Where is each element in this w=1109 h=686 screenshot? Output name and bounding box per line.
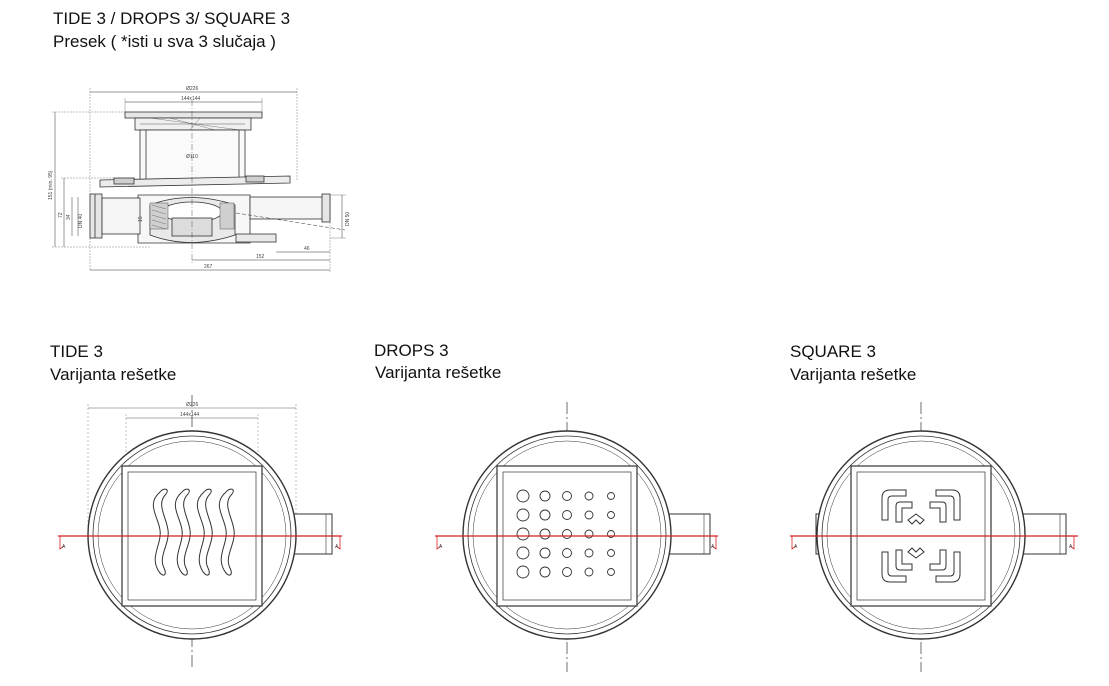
drain-hole	[516, 546, 530, 560]
dim-15: 15	[138, 216, 144, 222]
dim-dn50: DN 50	[345, 212, 351, 226]
drain-hole	[562, 491, 572, 501]
variant-tide-caption: Varijanta rešetke	[50, 365, 177, 384]
drain-hole	[584, 567, 594, 577]
dim-tide-d226: Ø226	[186, 402, 198, 408]
dim-tide-144: 144x144	[180, 412, 199, 418]
tide-marker-left: A	[62, 544, 66, 550]
drain-hole	[539, 509, 551, 521]
drain-hole	[539, 547, 551, 559]
dim-46: 46	[304, 246, 310, 252]
tide-marker-right: A	[335, 544, 339, 550]
drain-hole	[516, 489, 530, 503]
drain-hole	[562, 510, 572, 520]
square-marker-right: A	[1069, 544, 1073, 550]
drain-hole	[607, 530, 615, 538]
dim-151: 151 (min. 95)	[48, 170, 54, 200]
tide-section-line: A A	[58, 535, 342, 550]
drain-hole	[516, 565, 530, 579]
drain-hole	[584, 529, 594, 539]
variant-drops-title: DROPS 3	[374, 341, 449, 360]
drain-hole	[584, 510, 594, 520]
drops-hole-pattern	[516, 489, 615, 579]
drain-hole	[539, 490, 551, 502]
drain-hole	[607, 511, 615, 519]
square-section-line: A A	[790, 535, 1078, 550]
drain-hole	[607, 492, 615, 500]
variant-drops-caption: Varijanta rešetke	[375, 363, 502, 382]
variant-tide-title: TIDE 3	[50, 342, 103, 361]
tide-plan-view	[87, 395, 333, 668]
section-dimension-labels: Ø226 144x144 Ø110 151 (min. 95) 72 34 DN…	[48, 86, 351, 270]
dim-dn40: DN 40	[78, 214, 84, 228]
square-marker-left: A	[794, 544, 798, 550]
section-view	[52, 88, 346, 272]
drops-marker-left: A	[439, 544, 443, 550]
square-plan-view	[815, 402, 1067, 672]
tide-dimension-labels: Ø226 144x144	[180, 402, 199, 418]
drain-hole	[607, 549, 615, 557]
drops-marker-right: A	[711, 544, 715, 550]
drain-hole	[584, 491, 594, 501]
dim-34: 34	[66, 214, 72, 220]
dim-152: 152	[256, 254, 265, 260]
drain-hole	[562, 567, 572, 577]
dim-d226: Ø226	[186, 86, 198, 92]
drain-hole	[539, 528, 551, 540]
page-title: TIDE 3 / DROPS 3/ SQUARE 3	[53, 9, 291, 28]
drain-hole	[607, 568, 615, 576]
drain-hole	[516, 508, 530, 522]
drops-section-line: A A	[435, 535, 718, 550]
drain-hole	[584, 548, 594, 558]
dim-267: 267	[204, 264, 213, 270]
dim-144: 144x144	[181, 96, 200, 102]
drain-hole	[516, 527, 530, 541]
drain-hole	[562, 529, 572, 539]
dim-d110: Ø110	[186, 154, 198, 160]
drain-hole	[539, 566, 551, 578]
page-subtitle: Presek ( *isti u sva 3 slučaja )	[53, 32, 276, 51]
variant-square-caption: Varijanta rešetke	[790, 365, 917, 384]
dim-72: 72	[58, 212, 64, 218]
drain-hole	[562, 548, 572, 558]
variant-square-title: SQUARE 3	[790, 342, 876, 361]
